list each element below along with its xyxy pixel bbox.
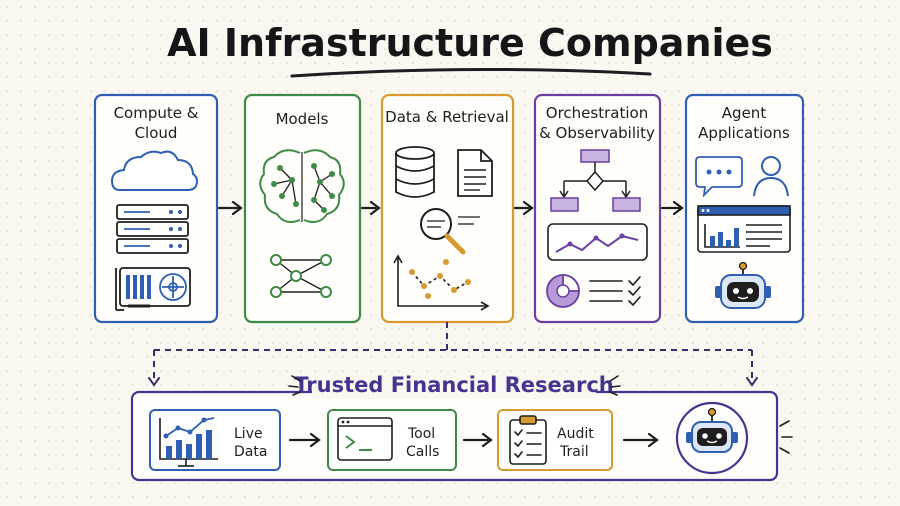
bar-chart-icon xyxy=(159,417,218,467)
clipboard-checklist-icon xyxy=(509,415,547,465)
arrow-audit-trail-to-agent xyxy=(622,432,659,448)
stage-orchestration: Orchestration & Observability xyxy=(533,93,662,324)
stage-agent-applications: Agent Applications xyxy=(684,93,805,324)
line-chart-icon xyxy=(547,223,648,261)
step-tool-calls-label-line-1: Tool xyxy=(407,426,435,442)
arrow-orchestration-to-agents xyxy=(660,200,684,216)
robot-icon xyxy=(686,407,738,453)
arrow-data-to-orchestration xyxy=(513,200,534,216)
stage-models: Models xyxy=(243,93,362,324)
sparkle-left-icon xyxy=(288,375,301,396)
chat-bubble-icon xyxy=(695,156,743,198)
stage-compute-title-line-1: Compute & xyxy=(114,104,199,122)
brain-network-icon xyxy=(259,149,345,223)
step-audit-trail-label-line-1: Audit xyxy=(557,426,594,442)
arrow-tool-calls-to-audit-trail xyxy=(462,432,493,448)
dashed-connector xyxy=(153,322,753,380)
stage-orchestration-title-line-2: & Observability xyxy=(539,124,655,142)
stage-data-title: Data & Retrieval xyxy=(385,108,509,126)
step-tool-calls-label-line-2: Calls xyxy=(406,444,439,460)
terminal-icon xyxy=(337,417,393,461)
cloud-icon xyxy=(110,150,198,191)
dashboard-window-icon xyxy=(697,205,791,253)
stage-models-title: Models xyxy=(276,110,329,128)
step-live-data-label-line-1: Live xyxy=(234,426,263,442)
server-rack-icon xyxy=(116,204,189,254)
title-underline xyxy=(290,67,652,78)
stage-orchestration-title-line-1: Orchestration xyxy=(546,104,648,122)
sparkle-robot-icon xyxy=(779,420,793,454)
flowchart-icon xyxy=(550,149,641,212)
scatter-chart-icon xyxy=(393,254,490,311)
arrow-live-data-to-tool-calls xyxy=(288,432,321,448)
step-audit-trail: Audit Trail xyxy=(497,409,613,471)
arrow-compute-to-models xyxy=(217,200,243,216)
dashed-connector-arrowheads xyxy=(148,377,758,387)
step-audit-trail-label-line-2: Trail xyxy=(559,444,589,460)
step-tool-calls: Tool Calls xyxy=(327,409,457,471)
bottom-section: Trusted Financial Research xyxy=(130,373,793,482)
stage-agents-title-line-2: Applications xyxy=(698,124,790,142)
bottom-section-title: Trusted Financial Research xyxy=(294,373,613,397)
agent-robot-endpoint xyxy=(675,401,793,475)
gpu-card-icon xyxy=(115,267,191,311)
step-live-data-label-line-2: Data xyxy=(234,444,267,460)
stage-compute-cloud: Compute & Cloud xyxy=(93,93,219,324)
sparkle-right-icon xyxy=(609,375,621,396)
robot-icon xyxy=(715,261,771,309)
magnifier-icon xyxy=(420,208,480,255)
stage-compute-title-line-2: Cloud xyxy=(135,124,178,142)
database-icon xyxy=(395,146,435,198)
document-icon xyxy=(457,149,493,197)
pie-chart-icon xyxy=(546,274,580,308)
checklist-icon xyxy=(589,276,641,307)
user-icon xyxy=(753,156,789,197)
stage-data-retrieval: Data & Retrieval xyxy=(380,93,515,324)
step-live-data: Live Data xyxy=(149,409,281,471)
stage-agents-title-line-1: Agent xyxy=(722,104,767,122)
arrow-models-to-data xyxy=(360,200,381,216)
neural-network-icon xyxy=(270,254,332,298)
page-title: AI Infrastructure Companies xyxy=(167,21,773,65)
